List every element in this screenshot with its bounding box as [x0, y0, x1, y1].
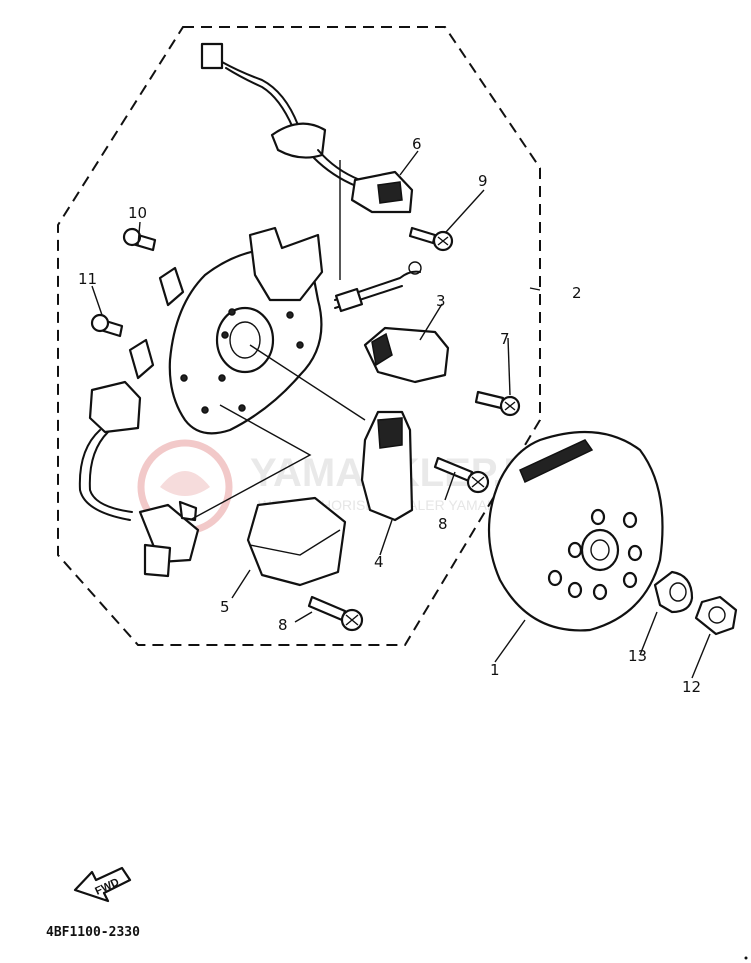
part-number-1: 1	[490, 661, 500, 679]
part-number-7: 7	[500, 330, 510, 348]
assembly-boundary	[57, 26, 541, 646]
part-number-8-lower: 8	[278, 616, 288, 634]
fwd-arrow-icon: FWD	[73, 866, 132, 903]
part-number-9: 9	[478, 172, 488, 190]
drawing-code: 4BF1100-2330	[46, 925, 140, 940]
screw-11	[90, 313, 155, 380]
part-number-13: 13	[628, 647, 647, 665]
part-number-5: 5	[220, 598, 230, 616]
part-number-labels: 1 2 3 4 5 6 7 8 8 9 10 11 12 13	[78, 135, 701, 696]
part-number-3: 3	[436, 292, 446, 310]
part-number-8-upper: 8	[438, 515, 448, 533]
coil-4	[360, 410, 414, 522]
screw-10	[122, 227, 185, 307]
coil-3	[363, 326, 450, 384]
part-number-4: 4	[374, 553, 384, 571]
part-number-6: 6	[412, 135, 422, 153]
part-number-12: 12	[682, 678, 701, 696]
corner-dot	[744, 956, 748, 960]
pickup-coil	[350, 170, 414, 214]
number-leaders	[91, 150, 711, 679]
cable-clip	[334, 261, 422, 313]
screw-8-upper	[433, 456, 490, 494]
stator-plate	[168, 226, 324, 435]
part-number-10: 10	[128, 204, 147, 222]
left-cable	[78, 380, 200, 578]
screw-9	[408, 226, 454, 252]
nut-12	[694, 595, 738, 636]
collar-13	[653, 570, 694, 614]
regulator-5	[246, 496, 347, 587]
leader-lines	[189, 160, 541, 521]
screw-8-lower	[307, 595, 364, 632]
screw-7	[474, 390, 521, 417]
wiring-harness	[200, 42, 361, 187]
part-number-2: 2	[572, 284, 582, 302]
part-number-11: 11	[78, 270, 97, 288]
flywheel-rotor	[487, 430, 664, 632]
